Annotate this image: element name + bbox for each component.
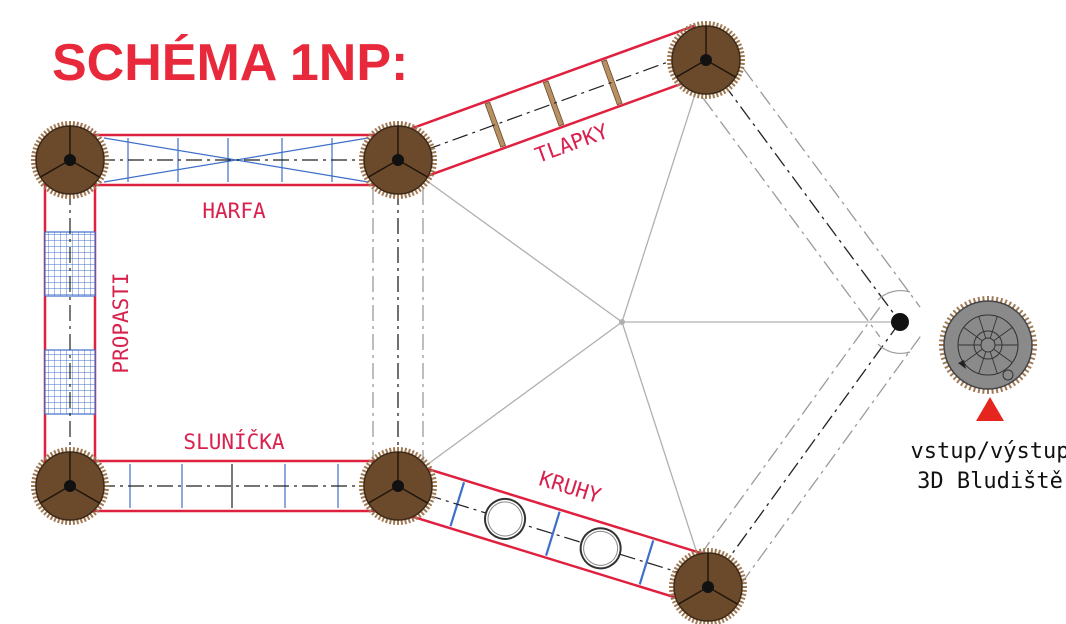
label-slunicka: SLUNÍČKA xyxy=(183,429,285,454)
section-slunicka xyxy=(68,459,400,513)
ghost-bands xyxy=(372,44,921,603)
label-kruhy: KRUHY xyxy=(536,467,604,509)
post-top-right xyxy=(667,21,745,99)
page-title: SCHÉMA 1NP: xyxy=(52,34,408,92)
label-harfa: HARFA xyxy=(202,199,266,223)
post-bottom-left xyxy=(31,447,109,525)
section-propasti xyxy=(43,158,97,488)
posts xyxy=(31,21,747,624)
guide-lines xyxy=(397,59,900,588)
entrance-arrow xyxy=(976,397,1004,421)
post-bottom-middle xyxy=(359,447,437,525)
label-propasti: PROPASTI xyxy=(109,272,133,373)
junction-node xyxy=(877,290,911,354)
post-top-middle xyxy=(359,121,437,199)
post-bottom-right xyxy=(669,548,747,624)
entrance-label-line2: 3D Bludiště xyxy=(917,469,1063,494)
entrance-label-line1: vstup/výstup xyxy=(911,439,1066,464)
section-harfa xyxy=(68,133,400,187)
entrance-hub xyxy=(939,296,1037,394)
post-top-left xyxy=(31,121,109,199)
